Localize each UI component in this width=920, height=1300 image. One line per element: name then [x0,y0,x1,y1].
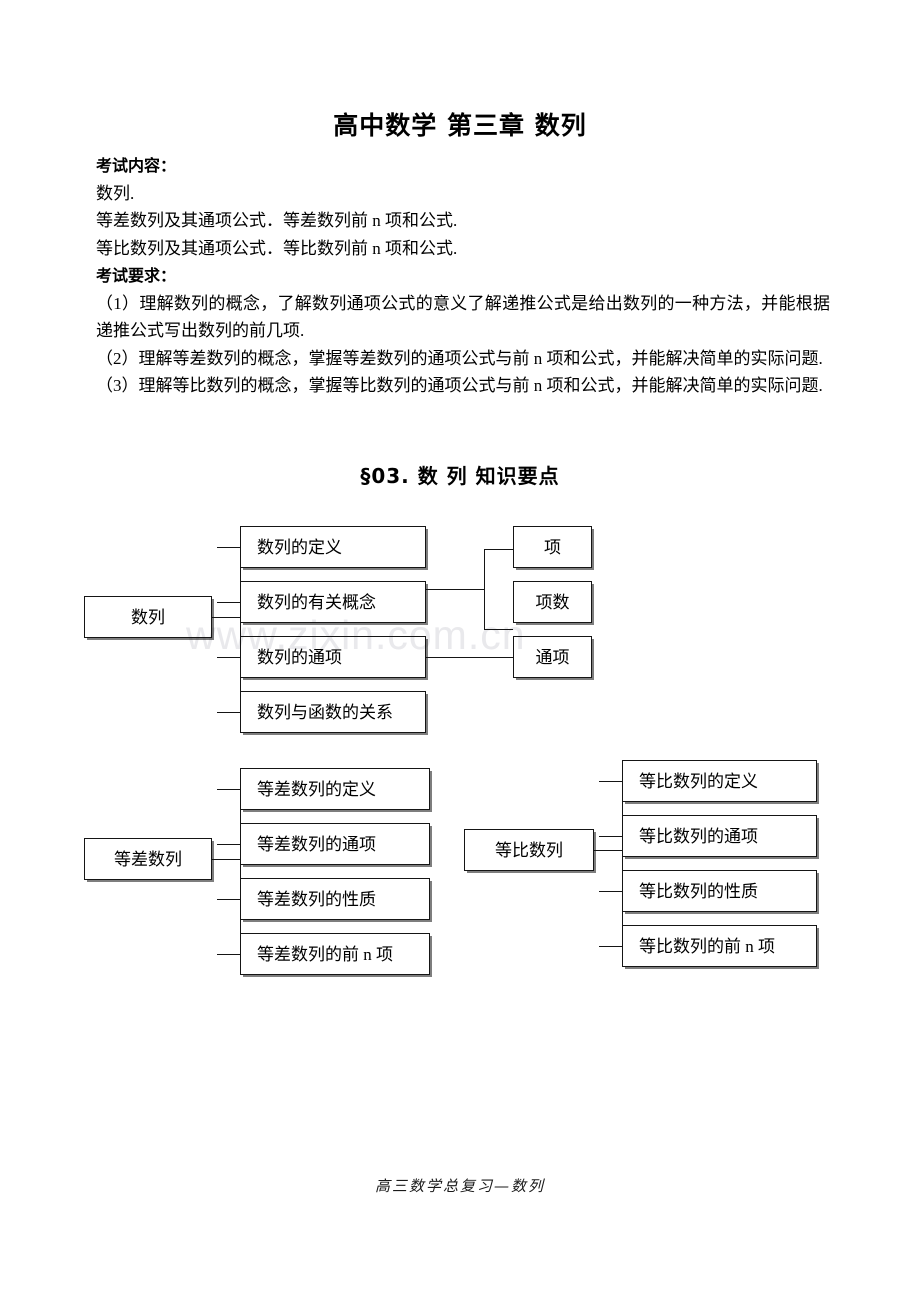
diagram-dengcha: 等差数列 等差数列的定义 等差数列的通项 等差数列的性质 等差数列的前 n 项 [0,0,460,1000]
connector-dengcha-branch-4 [217,954,240,955]
connector-general-term [426,657,513,658]
connector-branch-3 [217,657,240,658]
connector-leaf-1 [484,549,513,550]
exam-requirement-item-2: （2）理解等差数列的概念，掌握等差数列的通项公式与前 n 项和公式，并能解决简单… [96,348,823,368]
diagram-node-shulie-root: 数列 [84,596,212,638]
connector-branch-4 [217,712,240,713]
diagram-node-shulie-leaf-1: 项 [513,526,592,568]
diagram-node-dengbi-branch-1: 等比数列的定义 [622,760,817,802]
diagram-shulie: 数列 数列的定义 数列的有关概念 数列的通项 数列与函数的关系 [84,526,592,733]
diagram-node-shulie-leaf-3: 通项 [513,636,592,678]
connector-dengcha-branch-1 [217,789,240,790]
connector-concepts-stem [426,589,484,590]
diagram-node-dengcha-branch-3: 等差数列的性质 [240,878,430,920]
diagram-node-dengcha-root: 等差数列 [84,838,212,880]
connector-bracket-vertical [240,547,241,712]
connector-dengbi-bracket [622,781,623,946]
connector-dengcha-bracket [240,789,241,954]
connector-dengcha-branch-2 [217,844,240,845]
diagram-node-dengcha-branch-4: 等差数列的前 n 项 [240,933,430,975]
diagram-node-dengbi-branch-4: 等比数列的前 n 项 [622,925,817,967]
exam-text-block: 考试内容： 数列. 等差数列及其通项公式．等差数列前 n 项和公式. 等比数列及… [96,152,830,400]
connector-branch-2 [217,602,240,603]
connector-dengbi-branch-3 [599,891,622,892]
diagram-node-shulie-branch-4: 数列与函数的关系 [240,691,426,733]
diagram-node-dengcha-branch-2: 等差数列的通项 [240,823,430,865]
diagram-dengbi: 等比数列 等比数列的定义 等比数列的通项 等比数列的性质 等比数列的前 n 项 [464,760,817,967]
connector-dengcha-branch-3 [217,899,240,900]
connector-branch-1 [217,547,240,548]
connector-concepts-bracket [484,549,485,629]
exam-content-label: 考试内容： [96,156,177,175]
connector-dengbi-branch-2 [599,836,622,837]
exam-requirement-item-3: （3）理解等比数列的概念，掌握等比数列的通项公式与前 n 项和公式，并能解决简单… [96,376,823,395]
connector-leaf-2 [484,629,513,630]
diagram-node-shulie-branch-2: 数列的有关概念 [240,581,426,623]
connector-root-stem [212,617,240,618]
exam-requirement-item-1: （1）理解数列的概念，了解数列通项公式的意义了解递推公式是给出数列的一种方法，并… [96,293,830,341]
diagram-node-dengbi-branch-2: 等比数列的通项 [622,815,817,857]
watermark: www.zixin.com.cn [186,612,526,658]
diagram-node-shulie-branch-1: 数列的定义 [240,526,426,568]
diagram-node-dengcha-branch-1: 等差数列的定义 [240,768,430,810]
page-title: 高中数学 第三章 数列 [333,111,587,140]
connector-dengbi-branch-4 [599,946,622,947]
diagram-node-shulie-branch-3: 数列的通项 [240,636,426,678]
page-footer: 高三数学总复习—数列 [374,1177,545,1195]
exam-content-line-2: 等差数列及其通项公式．等差数列前 n 项和公式. [96,211,458,230]
section-heading: §03. 数 列 知识要点 [360,464,560,488]
connector-dengbi-branch-1 [599,781,622,782]
connector-dengcha-root-stem [212,859,240,860]
connector-dengbi-root-stem [594,850,622,851]
exam-content-line-1: 数列. [96,183,135,203]
diagram-node-shulie-leaf-2: 项数 [513,581,592,623]
diagram-node-dengbi-root: 等比数列 [464,829,594,871]
diagram-node-dengbi-branch-3: 等比数列的性质 [622,870,817,912]
exam-content-line-3: 等比数列及其通项公式．等比数列前 n 项和公式. [96,238,458,258]
exam-requirements-label: 考试要求： [96,266,177,285]
